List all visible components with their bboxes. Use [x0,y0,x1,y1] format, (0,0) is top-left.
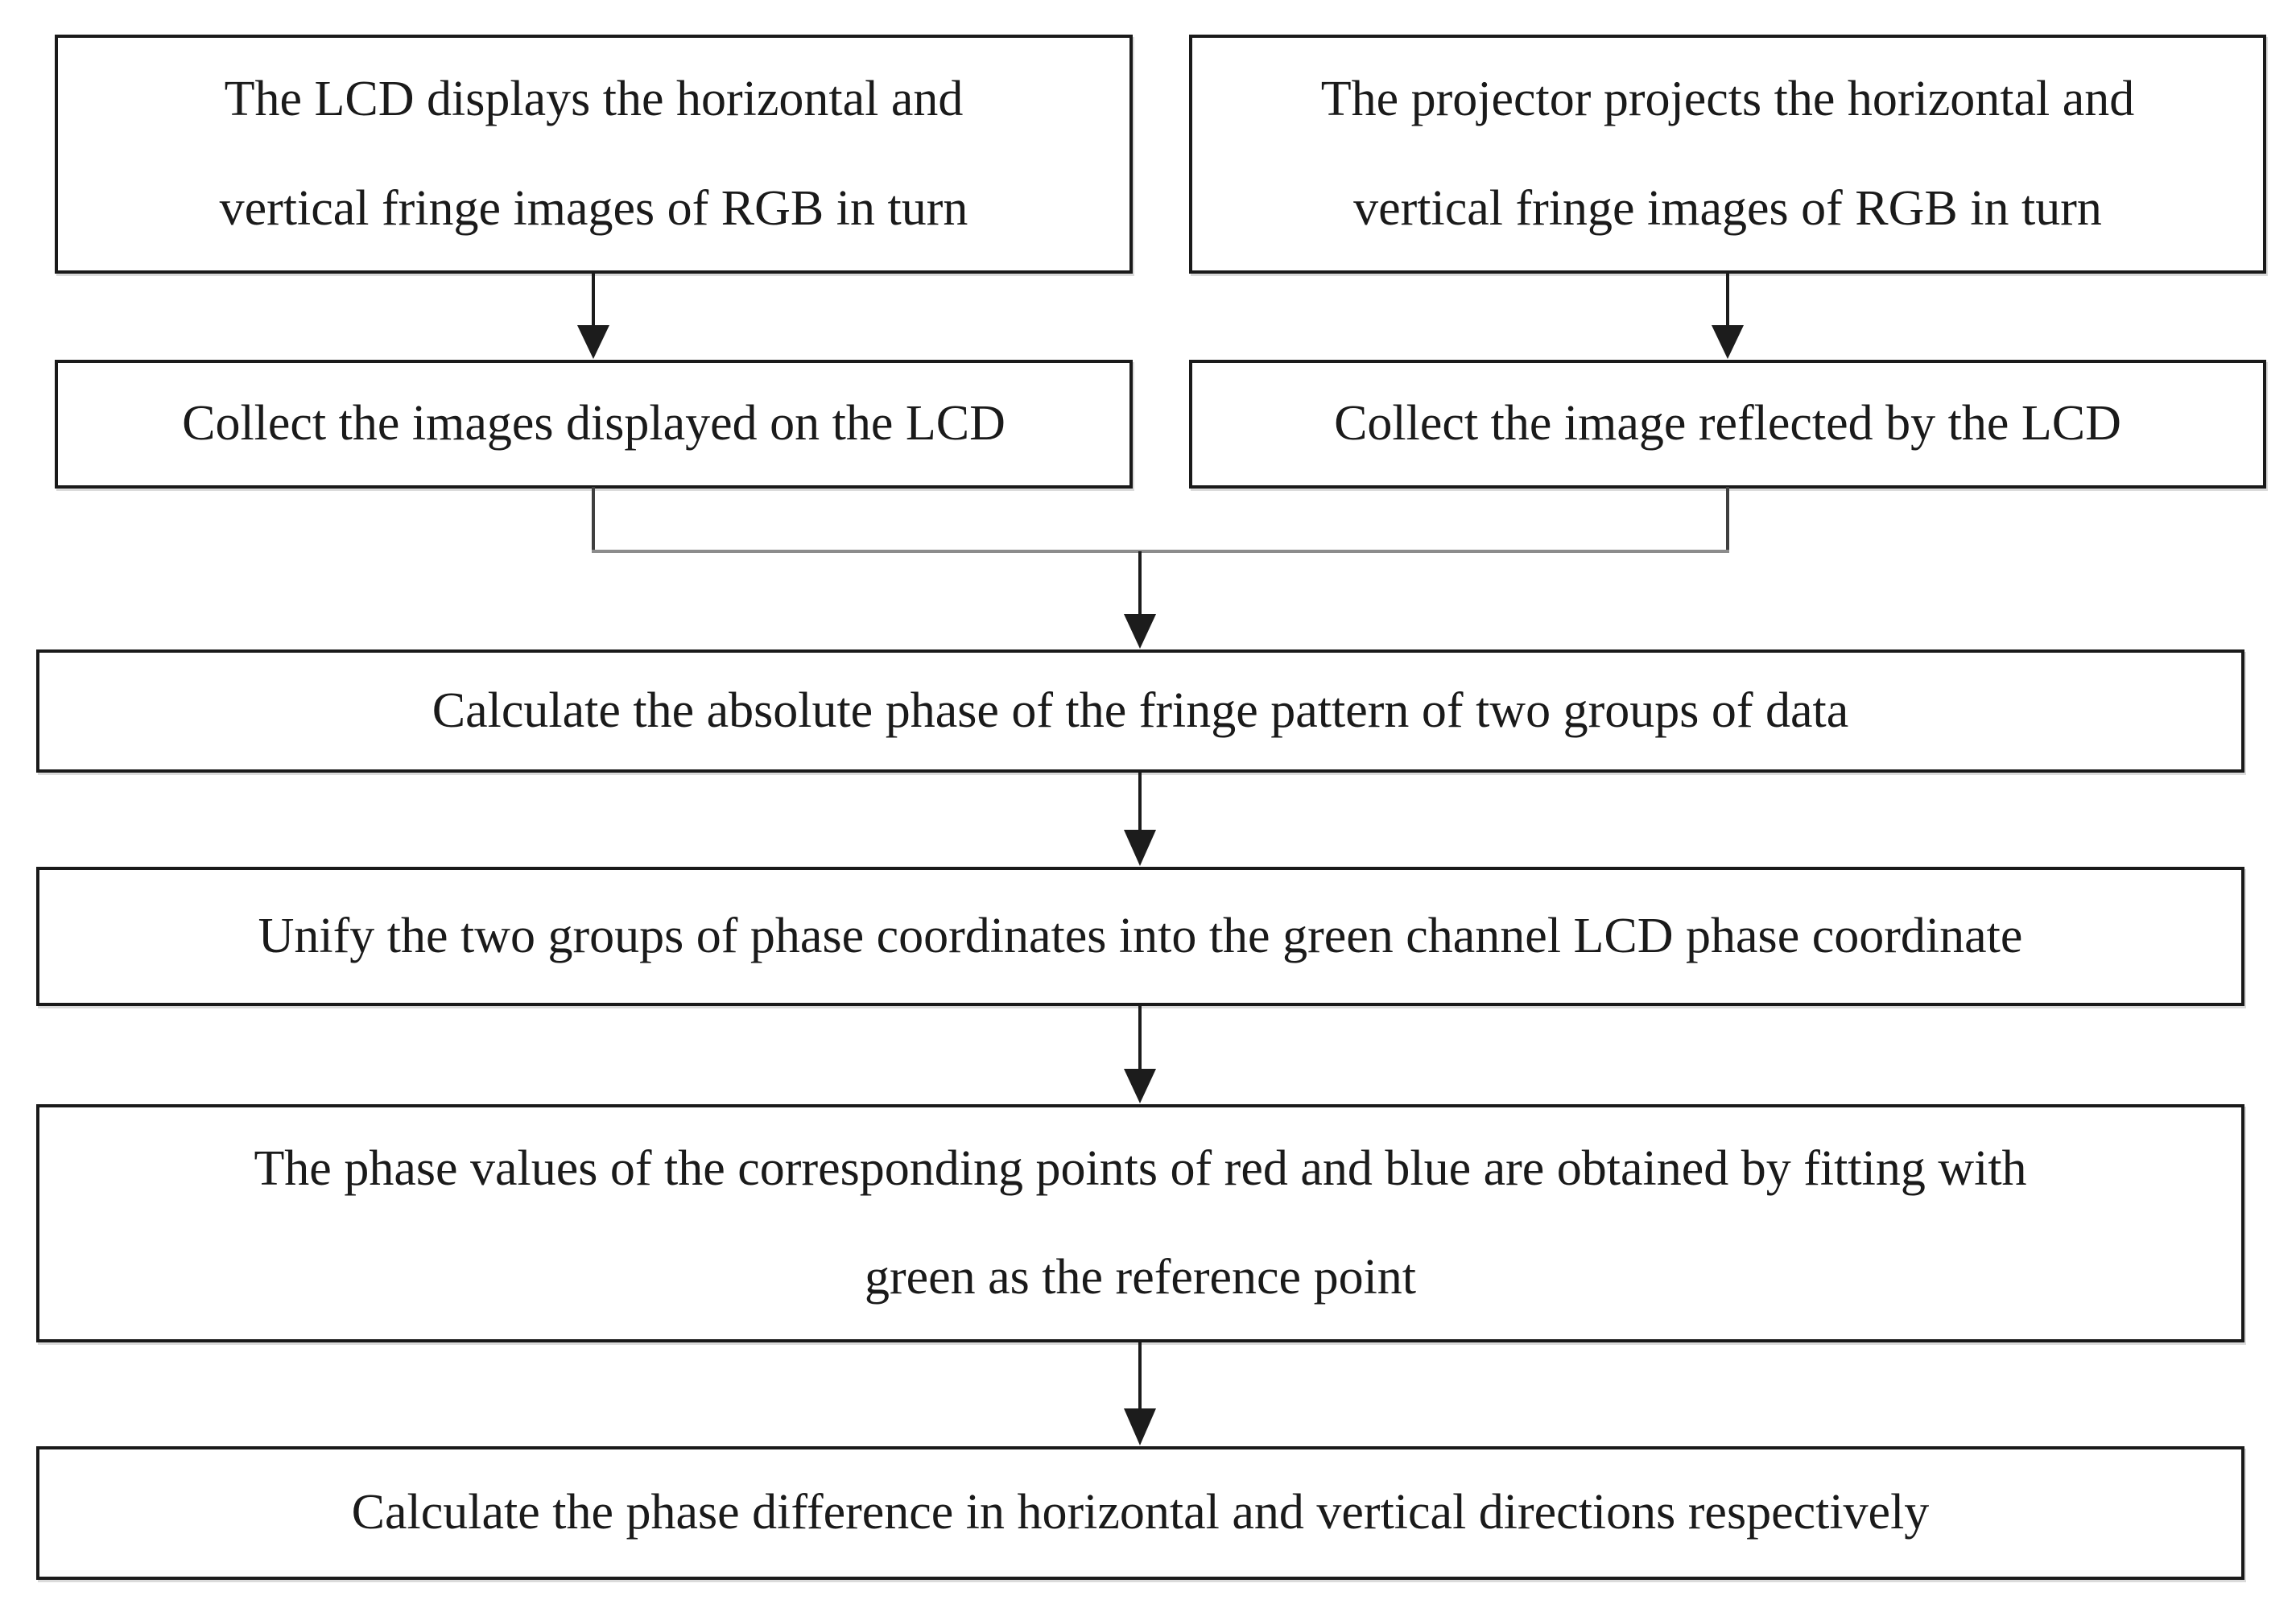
flow-node-calculate-absolute-phase: Calculate the absolute phase of the frin… [36,649,2244,773]
node-label-line: The LCD displays the horizontal and [224,72,964,127]
flow-node-calculate-phase-difference: Calculate the phase difference in horizo… [36,1446,2244,1580]
flow-node-collect-reflected-image: Collect the image reflected by the LCD [1189,360,2266,489]
merge-connector-to-absolute-phase [592,487,1729,649]
node-label-line: vertical fringe images of RGB in turn [1353,180,2102,236]
node-label-line: Collect the image reflected by the LCD [1334,396,2121,452]
node-label-line: The phase values of the corresponding po… [254,1140,2027,1196]
flow-node-projector-projects-fringes: The projector projects the horizontal an… [1189,35,2266,274]
arrow-projector-to-collect-reflected [1712,274,1744,359]
node-label-line: Calculate the absolute phase of the frin… [432,682,1849,738]
arrow-unify-to-fitting [1124,1006,1156,1103]
arrow-fitting-to-phase-difference [1124,1342,1156,1445]
node-label-line: Collect the images displayed on the LCD [182,396,1006,452]
flow-node-lcd-displays-fringes: The LCD displays the horizontal and vert… [55,35,1133,274]
node-label-line: vertical fringe images of RGB in turn [219,180,968,236]
arrow-lcd-to-collect-displayed [577,274,609,359]
flow-node-fit-red-blue-phase: The phase values of the corresponding po… [36,1104,2244,1342]
arrow-absolute-phase-to-unify [1124,773,1156,866]
node-label-line: green as the reference point [864,1250,1417,1305]
node-label-line: Calculate the phase difference in horizo… [351,1485,1930,1540]
node-label-line: Unify the two groups of phase coordinate… [258,908,2023,963]
node-label-line: The projector projects the horizontal an… [1320,72,2135,127]
flow-node-collect-displayed-images: Collect the images displayed on the LCD [55,360,1133,489]
flow-node-unify-phase-coordinates: Unify the two groups of phase coordinate… [36,867,2244,1006]
